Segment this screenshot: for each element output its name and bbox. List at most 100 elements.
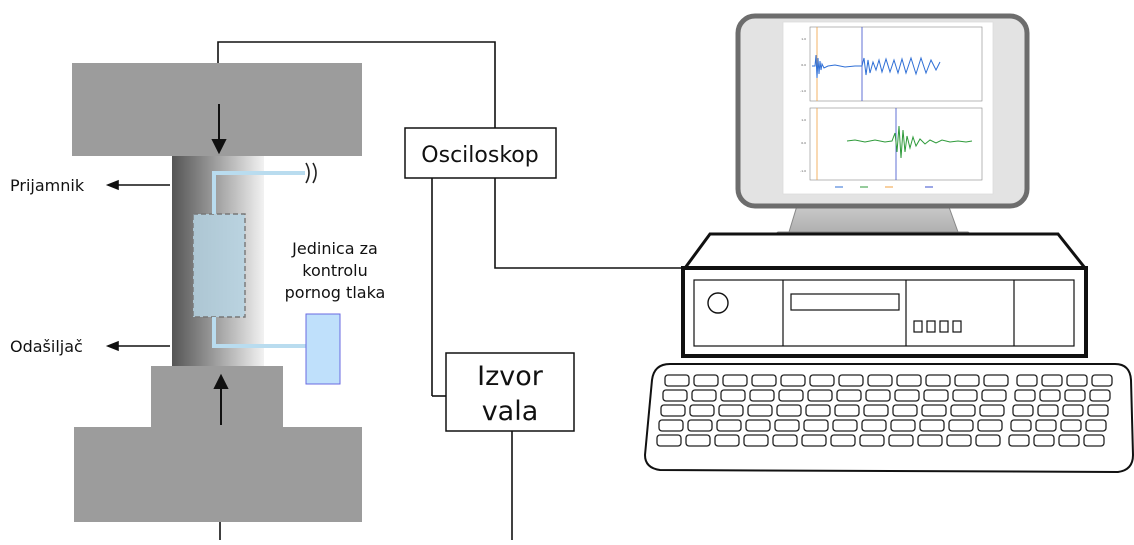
keyboard-key [867, 374, 893, 387]
keyboard-key [983, 374, 1009, 387]
keyboard-key [954, 374, 980, 387]
keypad-key [1016, 374, 1038, 387]
keyboard-key [834, 404, 860, 417]
keyboard-key [836, 389, 862, 402]
keypad-key [1035, 419, 1057, 432]
keypad-key [1037, 404, 1059, 417]
keyboard-key [776, 404, 802, 417]
keyboard-key [948, 419, 974, 432]
pore-pressure-control-unit [305, 313, 341, 385]
keyboard-key [720, 389, 746, 402]
keypad-key [1083, 434, 1105, 447]
transmitter-label: Odašiljač [10, 337, 83, 356]
keyboard-key [921, 404, 947, 417]
keyboard-key [807, 389, 833, 402]
keyboard-key [689, 404, 715, 417]
keypad-key [1008, 434, 1030, 447]
keyboard-key [863, 404, 889, 417]
keyboard-key [830, 434, 856, 447]
keyboard-key [946, 434, 972, 447]
oscilloscope-label: Osciloskop [421, 143, 538, 168]
top-waveform [812, 54, 941, 79]
keyboard-key [693, 374, 719, 387]
bottom-waveform [846, 125, 973, 159]
keypad-key [1089, 389, 1111, 402]
keyboard-key [714, 434, 740, 447]
power-button-icon [707, 292, 729, 314]
keyboard-key [747, 404, 773, 417]
keyboard-key [896, 374, 922, 387]
pore-line-top [212, 171, 305, 214]
keypad-key [1087, 404, 1109, 417]
keypad-key [1066, 374, 1088, 387]
svg-text:1.0: 1.0 [801, 118, 806, 122]
keypad-key [1041, 374, 1063, 387]
wire-top-to-osc [217, 41, 685, 269]
loading-frame [72, 63, 362, 522]
keyboard-key [925, 374, 951, 387]
keyboard-key [778, 389, 804, 402]
keyboard-key [743, 434, 769, 447]
keyboard-key [890, 419, 916, 432]
keyboard-key [716, 419, 742, 432]
keyboard-key [979, 404, 1005, 417]
keyboard-key [691, 389, 717, 402]
keyboard [643, 363, 1134, 474]
sample-inner-region [192, 213, 246, 318]
oscilloscope-box: Osciloskop [404, 127, 557, 179]
keyboard-key [687, 419, 713, 432]
wave-source-box: Izvor vala [445, 352, 575, 432]
keypad-key [1060, 419, 1082, 432]
pore-pressure-lines [212, 171, 306, 348]
keypad-key [1012, 404, 1034, 417]
keyboard-key [658, 419, 684, 432]
keyboard-key [774, 419, 800, 432]
keyboard-key [751, 374, 777, 387]
keyboard-key [977, 419, 1003, 432]
keyboard-key [859, 434, 885, 447]
keyboard-key [894, 389, 920, 402]
keyboard-key [809, 374, 835, 387]
svg-text:-1.0: -1.0 [800, 169, 806, 173]
svg-text:-1.0: -1.0 [800, 89, 806, 93]
keypad-key [1033, 434, 1055, 447]
keypad-key [1091, 374, 1113, 387]
screen-plot-bottom: 1.0 0.0 -1.0 [800, 107, 983, 188]
control-unit-label-3: pornog tlaka [285, 283, 386, 302]
monitor: 1.0 0.0 -1.0 1.0 0.0 -1.0 [735, 13, 1030, 209]
lower-platen [74, 427, 362, 522]
keypad-key [1039, 389, 1061, 402]
keyboard-key [950, 404, 976, 417]
keyboard-key [952, 389, 978, 402]
keyboard-key [861, 419, 887, 432]
keyboard-key [975, 434, 1001, 447]
keyboard-key [888, 434, 914, 447]
keyboard-key [865, 389, 891, 402]
keyboard-key [923, 389, 949, 402]
keyboard-key [662, 389, 688, 402]
computer-case [681, 232, 1089, 358]
break-mark-icon [305, 162, 317, 184]
keyboard-key [772, 434, 798, 447]
keypad-key [1010, 419, 1032, 432]
svg-text:0.0: 0.0 [801, 63, 806, 67]
keyboard-key [660, 404, 686, 417]
keypad-key [1085, 419, 1107, 432]
svg-text:1.0: 1.0 [801, 37, 806, 41]
case-indicator-lights [913, 320, 962, 333]
keyboard-key [722, 374, 748, 387]
keyboard-key [656, 434, 682, 447]
keyboard-key [803, 419, 829, 432]
keyboard-key [745, 419, 771, 432]
keyboard-key [805, 404, 831, 417]
screen-plot-top: 1.0 0.0 -1.0 [800, 26, 983, 102]
bottom-tick-labels: 1.0 0.0 -1.0 [800, 118, 806, 173]
wave-source-label-2: vala [482, 396, 539, 427]
top-tick-labels: 1.0 0.0 -1.0 [800, 37, 806, 93]
keyboard-key [838, 374, 864, 387]
keyboard-key [780, 374, 806, 387]
arrow-vertical-icon [211, 104, 229, 425]
keyboard-key [801, 434, 827, 447]
